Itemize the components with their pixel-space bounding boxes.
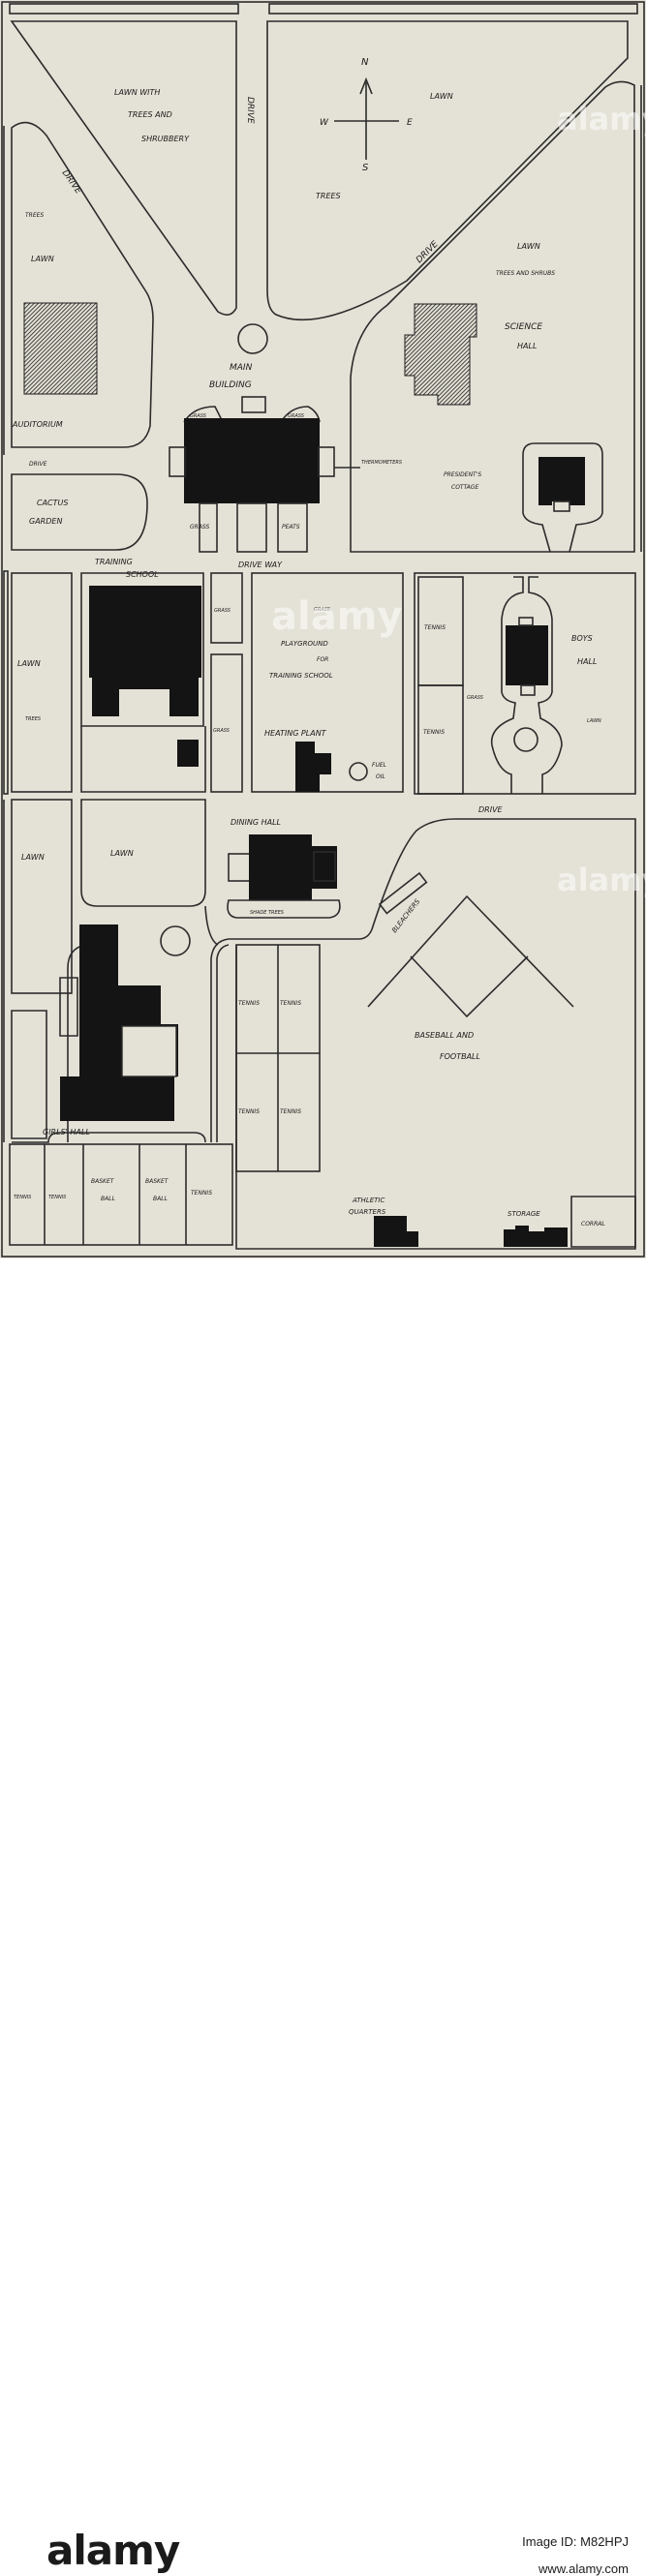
label-lawn-low-a: LAWN (21, 853, 45, 862)
label-grass-e: GRASS (467, 695, 484, 701)
watermark-center: alamy (271, 594, 402, 639)
label-girls-hall: GIRLS' HALL (43, 1128, 90, 1136)
label-main: MAIN (230, 363, 253, 373)
label-thermometers: THERMOMETERS (361, 460, 403, 466)
label-cottage: COTTAGE (451, 484, 478, 491)
label-corral: CORRAL (581, 1221, 605, 1227)
label-trees-left: TREES (25, 212, 44, 219)
label-playground: PLAYGROUND (281, 640, 328, 648)
heating-plant-building (295, 742, 331, 792)
tennis-basket-courts-bottom (9, 1143, 233, 1246)
storage-building (504, 1226, 568, 1247)
label-tennis-f: TENNIS (280, 1108, 301, 1115)
watermark-side-2: alamy (557, 862, 646, 898)
compass-west: W (320, 118, 329, 128)
label-lawn-with: LAWN WITH (114, 88, 160, 97)
label-trees-mid-left: TREES (25, 716, 42, 722)
label-fuel: FUEL (372, 762, 386, 769)
alamy-logo: alamy (46, 2527, 180, 2574)
dining-hall-building (228, 834, 337, 900)
label-ball-b: BALL (153, 1196, 168, 1202)
label-shade-trees: SHADE TREES (250, 910, 285, 916)
label-lawn-boys: LAWN (587, 718, 601, 724)
label-building: BUILDING (209, 380, 252, 390)
label-science: SCIENCE (505, 322, 542, 332)
label-storage: STORAGE (508, 1210, 540, 1218)
campus-map: N S E W LAWN WITH TREES AND SHRUBBERY DR… (0, 0, 646, 1258)
label-presidents: PRESIDENT'S (444, 471, 481, 478)
label-basket-b: BASKET (145, 1178, 169, 1185)
compass-rose: N S E W (320, 57, 413, 173)
boys-hall-grounds (490, 576, 563, 794)
label-baseball-and: BASEBALL AND (415, 1031, 474, 1040)
label-tennis-e: TENNIS (238, 1108, 260, 1115)
compass-east: E (407, 118, 413, 128)
label-grass-play: GRASS (314, 607, 331, 613)
top-roads (3, 3, 642, 553)
main-building (169, 396, 335, 553)
presidents-cottage (522, 442, 603, 553)
label-grass-b: GRASS (288, 413, 305, 419)
label-training-school-2: TRAINING SCHOOL (269, 672, 333, 680)
label-boys-hall: HALL (577, 657, 597, 666)
label-lawn-right: LAWN (517, 242, 540, 251)
label-lawn-left: LAWN (31, 255, 54, 263)
label-tennis-d: TENNIS (280, 1000, 301, 1007)
label-athletic: ATHLETIC (352, 1197, 385, 1204)
label-dining-hall: DINING HALL (231, 818, 281, 827)
label-training: TRAINING (95, 558, 133, 566)
label-garden: GARDEN (29, 517, 62, 526)
label-school: SCHOOL (126, 570, 159, 579)
image-id: Image ID: M82HPJ (522, 2534, 629, 2549)
label-drive-way: DRIVE WAY (238, 561, 283, 569)
label-drive-vertical: DRIVE (245, 97, 255, 124)
label-for: FOR (317, 656, 328, 663)
label-oil: OIL (376, 773, 385, 780)
label-heating-plant: HEATING PLANT (264, 729, 327, 738)
label-lawn-low-b: LAWN (110, 849, 134, 858)
science-hall-building (404, 303, 477, 406)
watermark-side-1: alamy (557, 101, 646, 137)
label-peats: PEATS (282, 524, 300, 530)
tennis-courts-center (235, 944, 321, 1172)
label-cactus: CACTUS (37, 499, 68, 507)
compass-south: S (362, 163, 369, 173)
label-tennis-c: TENNIS (238, 1000, 260, 1007)
label-basket-a: BASKET (91, 1178, 115, 1185)
map-border (1, 1, 645, 1258)
label-hall: HALL (517, 342, 537, 350)
label-drive-mid-left: DRIVE (29, 461, 47, 468)
label-grass-f: GRASS (213, 728, 231, 734)
label-drive-right: DRIVE (478, 805, 504, 814)
training-school-building (89, 586, 201, 716)
label-football: FOOTBALL (440, 1052, 480, 1061)
label-grass-a: GRASS (190, 413, 207, 419)
label-ball-a: BALL (101, 1196, 115, 1202)
label-trees-and: TREES AND (128, 110, 172, 119)
label-tennis-a: TENNIS (424, 624, 446, 631)
label-quarters: QUARTERS (349, 1208, 386, 1216)
label-tennis-i: TENNIS (191, 1190, 212, 1197)
label-shrubbery: SHRUBBERY (141, 135, 190, 143)
label-lawn-top-right: LAWN (430, 92, 453, 101)
label-tennis-g: TENNIS (14, 1195, 32, 1200)
compass-north: N (361, 57, 369, 68)
label-auditorium: AUDITORIUM (12, 420, 63, 429)
auditorium-building (23, 302, 98, 395)
label-tennis-h: TENNIS (48, 1195, 67, 1200)
label-lawn-mid-left: LAWN (17, 659, 41, 668)
label-tennis-b: TENNIS (423, 729, 445, 736)
label-trees-and-shrubs: TREES AND SHRUBS (496, 270, 555, 277)
label-boys: BOYS (571, 634, 593, 643)
label-grass-c: GRASS (190, 524, 210, 530)
label-trees-center: TREES (316, 192, 341, 200)
label-grass-d: GRASS (214, 608, 231, 614)
site-url: www.alamy.com (538, 2561, 629, 2576)
athletic-quarters-building (374, 1216, 418, 1247)
watermark-bar: alamy Image ID: M82HPJ www.alamy.com (0, 1258, 646, 2576)
baseball-diamond (367, 894, 574, 1018)
